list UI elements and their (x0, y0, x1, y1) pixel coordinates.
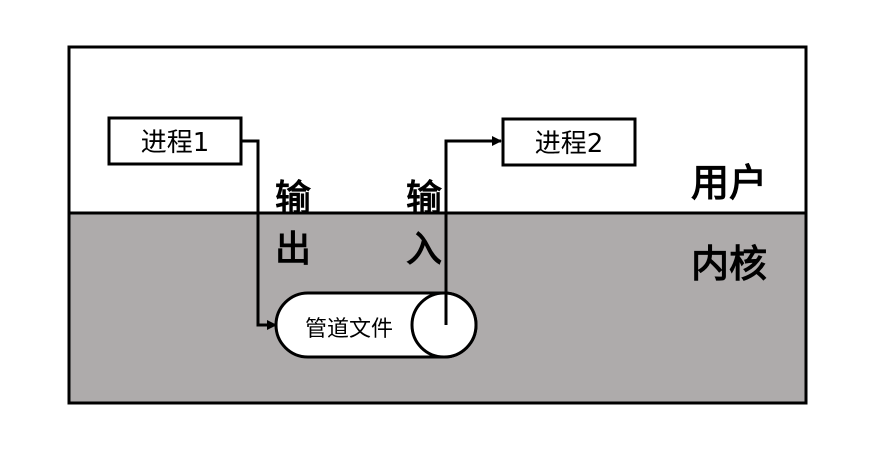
kernel-space-label: 内核 (691, 242, 767, 286)
output-arrow (241, 139, 277, 330)
input-arrow (444, 136, 502, 325)
input-label-1: 输 (406, 178, 443, 219)
pipe-file-label: 管道文件 (305, 317, 393, 342)
process1-box (107, 116, 243, 166)
output-label-2: 出 (275, 229, 311, 270)
process2-box (501, 117, 637, 167)
output-label-1: 输 (275, 178, 312, 219)
pipe-file-end (410, 291, 478, 359)
user-space-label: 用户 (691, 161, 767, 205)
input-label-2: 入 (406, 229, 442, 270)
process2-label: 进程2 (535, 129, 604, 159)
process1-label: 进程1 (141, 128, 210, 158)
outer-border (67, 45, 808, 405)
